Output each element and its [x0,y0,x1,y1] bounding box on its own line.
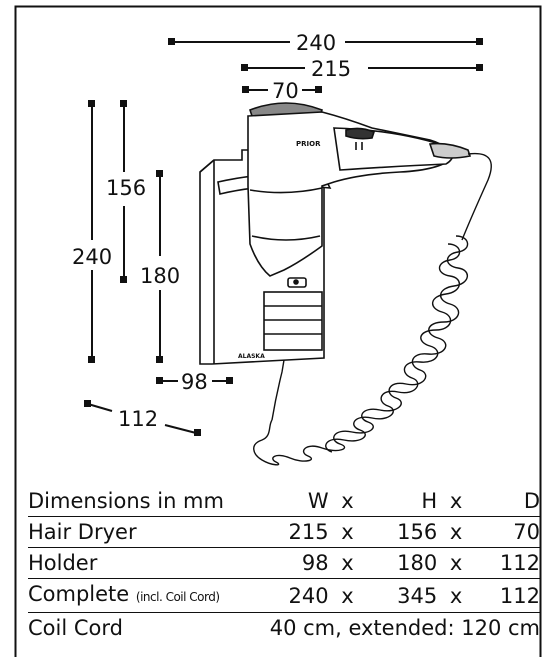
row-label: Holder [28,547,258,579]
row-times: x [437,547,475,579]
row-times: x [437,578,475,613]
table-row-hair-dryer: Hair Dryer 215 x 156 x 70 [28,516,540,548]
table-row-holder: Holder 98 x 180 x 112 [28,547,540,579]
dim-label-215: 215 [311,57,351,81]
table-header-w: W [307,489,329,513]
row-depth: 112 [474,547,540,579]
hair-dryer-illustration [247,102,472,277]
table-header-row: Dimensions in mm W x H x D [28,486,540,517]
holder-brand-label: ALASKA [238,353,265,360]
row-times: x [437,516,475,548]
row-width: 240 [257,578,329,613]
dim-line-180 [156,170,163,363]
dim-label-70: 70 [272,79,299,103]
frame-border [14,5,542,657]
row-times: x [328,578,367,613]
dim-line-70 [242,86,322,93]
dim-label-156: 156 [106,176,146,200]
dimensions-table: Dimensions in mm W x H x D Hair Dryer 21… [28,486,540,643]
table-header-x1: x [341,489,354,513]
row-depth: 70 [474,516,540,548]
row-label: Hair Dryer [28,516,258,548]
row-times: x [328,547,367,579]
dim-label-240-left: 240 [72,245,112,269]
table-header-label: Dimensions in mm [28,489,224,513]
dim-label-112: 112 [118,407,158,431]
row-cord-value: 40 cm, extended: 120 cm [257,612,540,643]
table-row-coil-cord: Coil Cord 40 cm, extended: 120 cm [28,612,540,643]
dim-line-215 [241,64,483,71]
row-height: 180 [366,547,438,579]
dim-line-240-left [88,100,95,363]
table-header-h: H [421,489,438,513]
row-width: 215 [257,516,329,548]
row-width: 98 [257,547,329,579]
table-row-complete: Complete (incl. Coil Cord) 240 x 345 x 1… [28,578,540,613]
dim-line-112 [84,400,201,436]
dim-label-98: 98 [181,370,208,394]
table-header-x2: x [449,489,463,513]
row-label: Coil Cord [28,612,258,643]
row-height: 345 [366,578,438,613]
dim-line-98 [156,377,233,384]
dim-label-180: 180 [140,264,180,288]
row-depth: 112 [474,578,540,613]
row-label-text: Complete [28,582,130,606]
row-times: x [328,516,367,548]
row-label-note: (incl. Coil Cord) [135,590,220,604]
dryer-brand-label: PRIOR [296,140,321,148]
dim-line-156 [120,100,127,283]
row-height: 156 [366,516,438,548]
row-label: Complete (incl. Coil Cord) [28,578,258,613]
dim-label-240-top: 240 [296,31,336,55]
table-header-d: D [523,489,540,513]
coil-cord-illustration [253,152,492,466]
dim-line-240-top [168,38,483,45]
